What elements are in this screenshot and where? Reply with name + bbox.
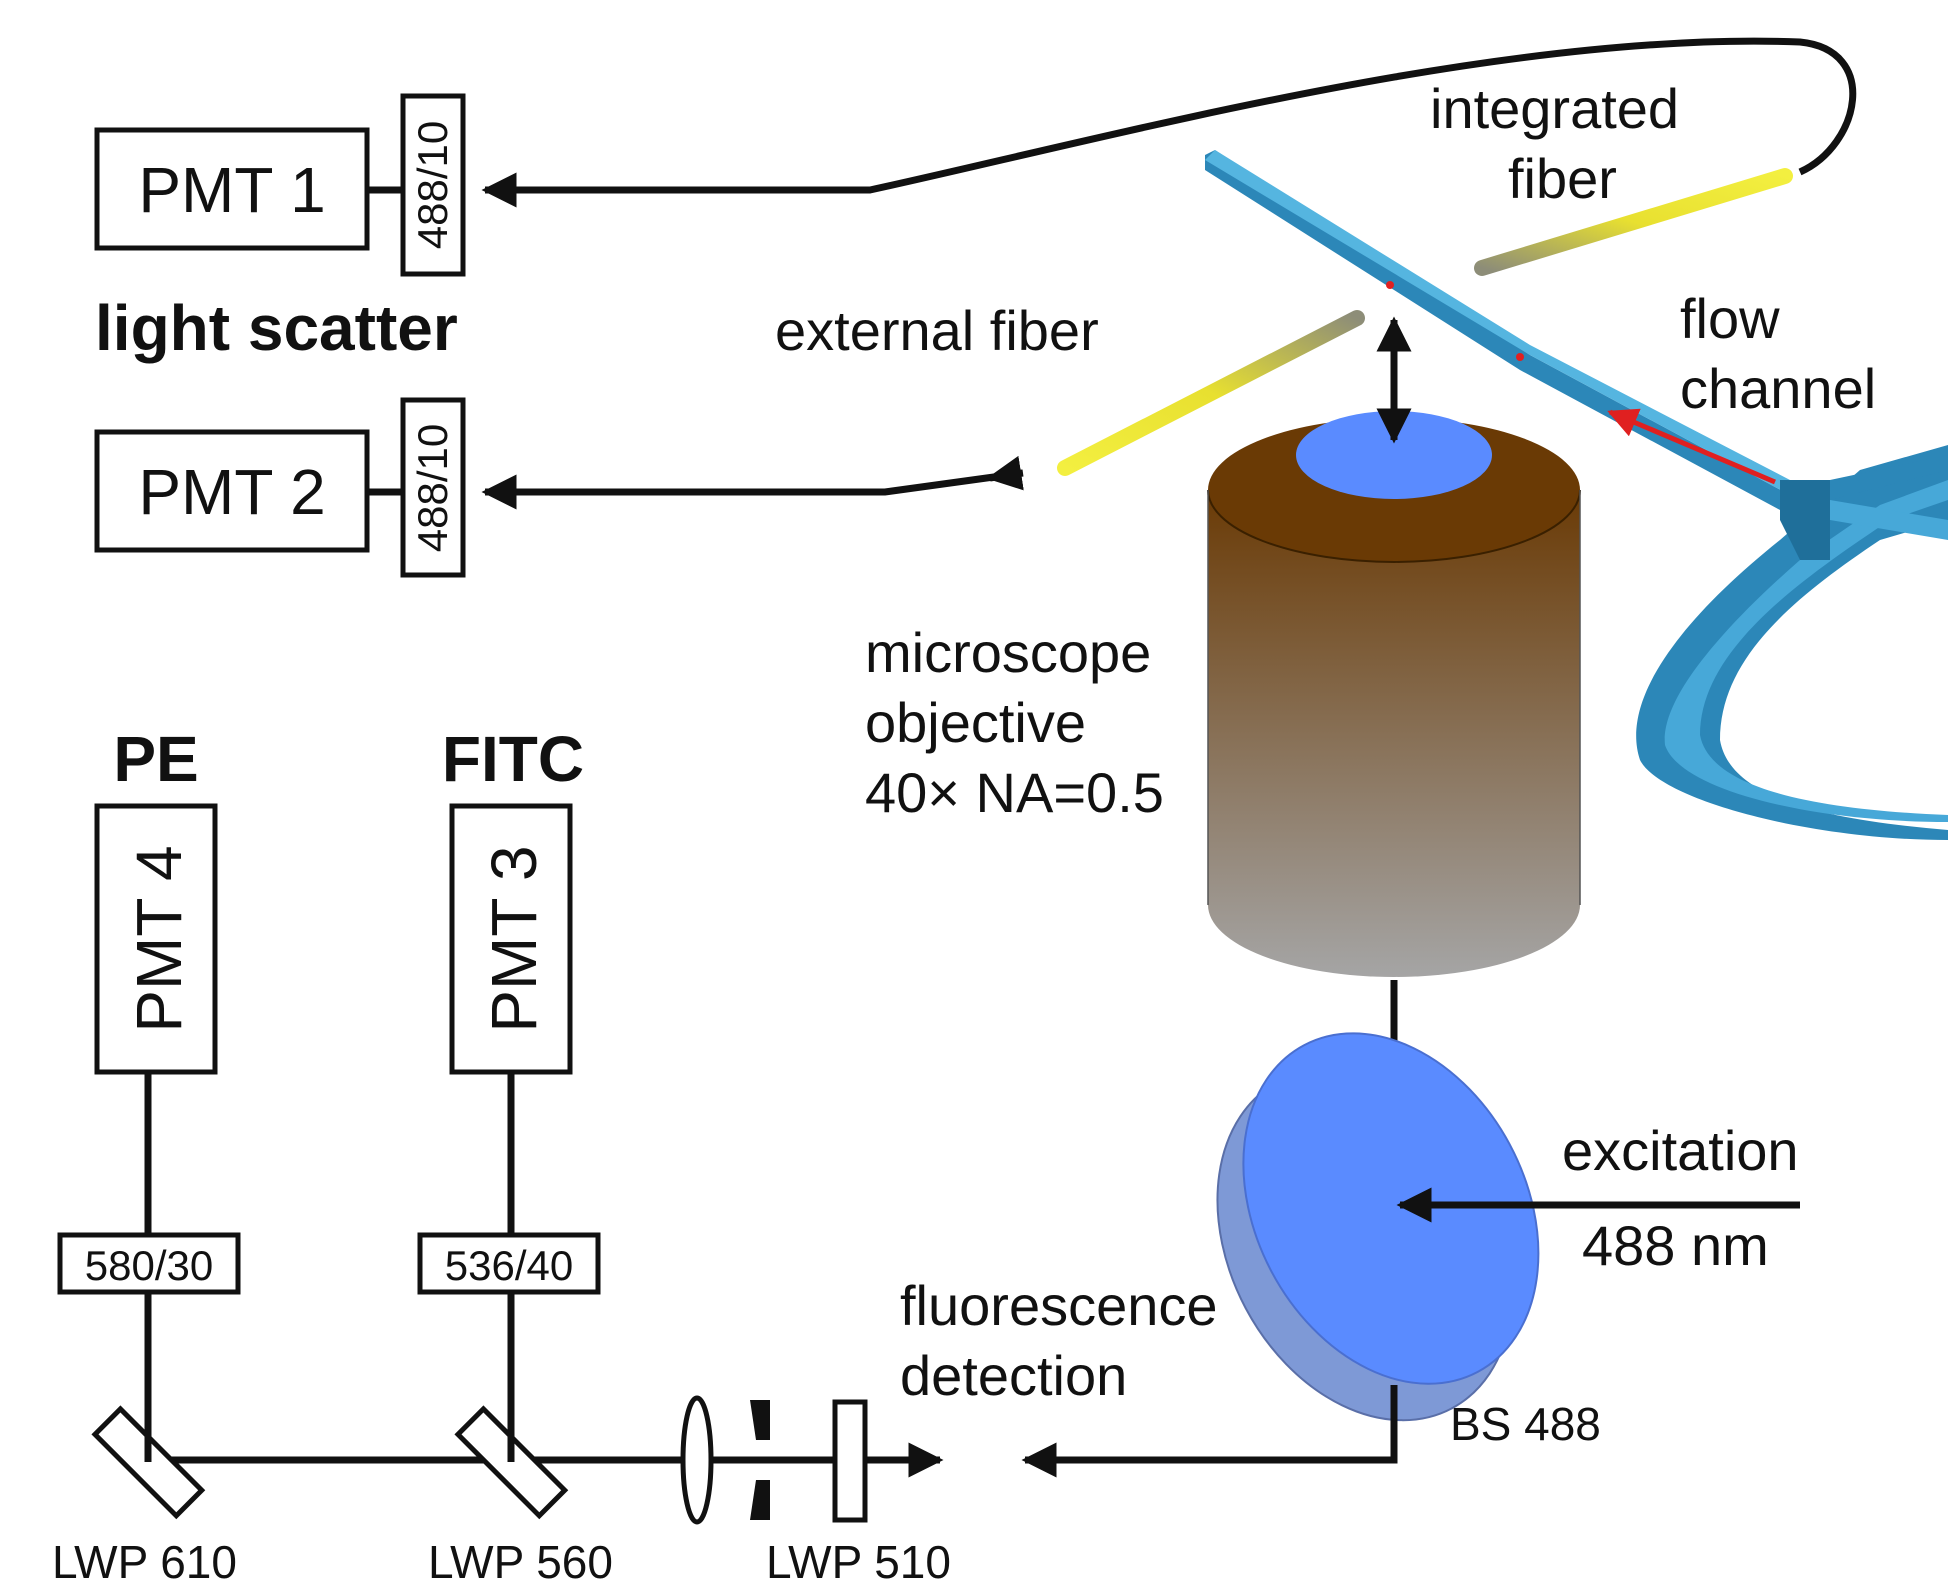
bp-filter-1-label: 488/10 — [409, 121, 456, 249]
pmt-4-label: PMT 4 — [123, 845, 195, 1032]
integrated-fiber — [1474, 168, 1793, 276]
fluorescence-label-1: fluorescence — [900, 1274, 1218, 1337]
flow-channel-chip — [1205, 150, 1948, 840]
excitation-label-2: 488 nm — [1582, 1214, 1769, 1277]
bp-filter-2-label: 488/10 — [409, 424, 456, 552]
flow-channel-label-1: flow — [1680, 287, 1780, 350]
bp-488-filter-1 — [400, 93, 466, 277]
lwp-560-mirror — [454, 1405, 569, 1520]
lwp-510-filter — [832, 1399, 868, 1523]
lwp-560-label: LWP 560 — [428, 1536, 613, 1588]
pmt-1-box — [94, 127, 370, 251]
fluorescence-beam — [1021, 1385, 1398, 1478]
scatter-path-2 — [481, 469, 1024, 510]
particle-dot — [1386, 281, 1394, 289]
particle-dot — [1516, 353, 1524, 361]
beam-splitter — [1216, 1032, 1540, 1422]
flow-channel-label-2: channel — [1680, 357, 1876, 420]
pmt-3-label: PMT 3 — [478, 845, 550, 1032]
fitc-heading: FITC — [442, 723, 584, 795]
lwp-610-mirror — [91, 1405, 206, 1520]
bp-580-label: 580/30 — [85, 1242, 213, 1289]
light-scatter-heading: light scatter — [95, 292, 458, 364]
pe-heading: PE — [113, 723, 198, 795]
fluorescence-label-2: detection — [900, 1344, 1127, 1407]
bp-580-filter — [57, 1232, 241, 1295]
bs-label: BS 488 — [1450, 1398, 1601, 1450]
microscope-label-1: microscope — [865, 621, 1151, 684]
integrated-fiber-label-1: integrated — [1430, 77, 1679, 140]
microscope-objective — [1207, 411, 1581, 977]
bp-536-label: 536/40 — [445, 1242, 573, 1289]
excitation-label-1: excitation — [1562, 1119, 1799, 1182]
flow-direction-arrow — [1607, 408, 1776, 485]
lens — [680, 1395, 714, 1525]
bp-488-filter-2 — [400, 397, 466, 578]
pmt-2-label: PMT 2 — [138, 456, 325, 528]
integrated-fiber-label-2: fiber — [1508, 147, 1617, 210]
lwp-610-label: LWP 610 — [52, 1536, 237, 1588]
scatter-path-1 — [481, 37, 1857, 208]
microscope-label-3: 40× NA=0.5 — [865, 761, 1164, 824]
pmt-3-box — [449, 803, 573, 1075]
bp-536-filter — [417, 1232, 601, 1295]
pmt-4-box — [94, 803, 218, 1075]
external-fiber — [1057, 310, 1365, 476]
microscope-label-2: objective — [865, 691, 1086, 754]
external-fiber-label: external fiber — [775, 299, 1099, 362]
pinhole — [750, 1400, 770, 1440]
pmt-1-label: PMT 1 — [138, 154, 325, 226]
lwp-510-label: LWP 510 — [766, 1536, 951, 1588]
